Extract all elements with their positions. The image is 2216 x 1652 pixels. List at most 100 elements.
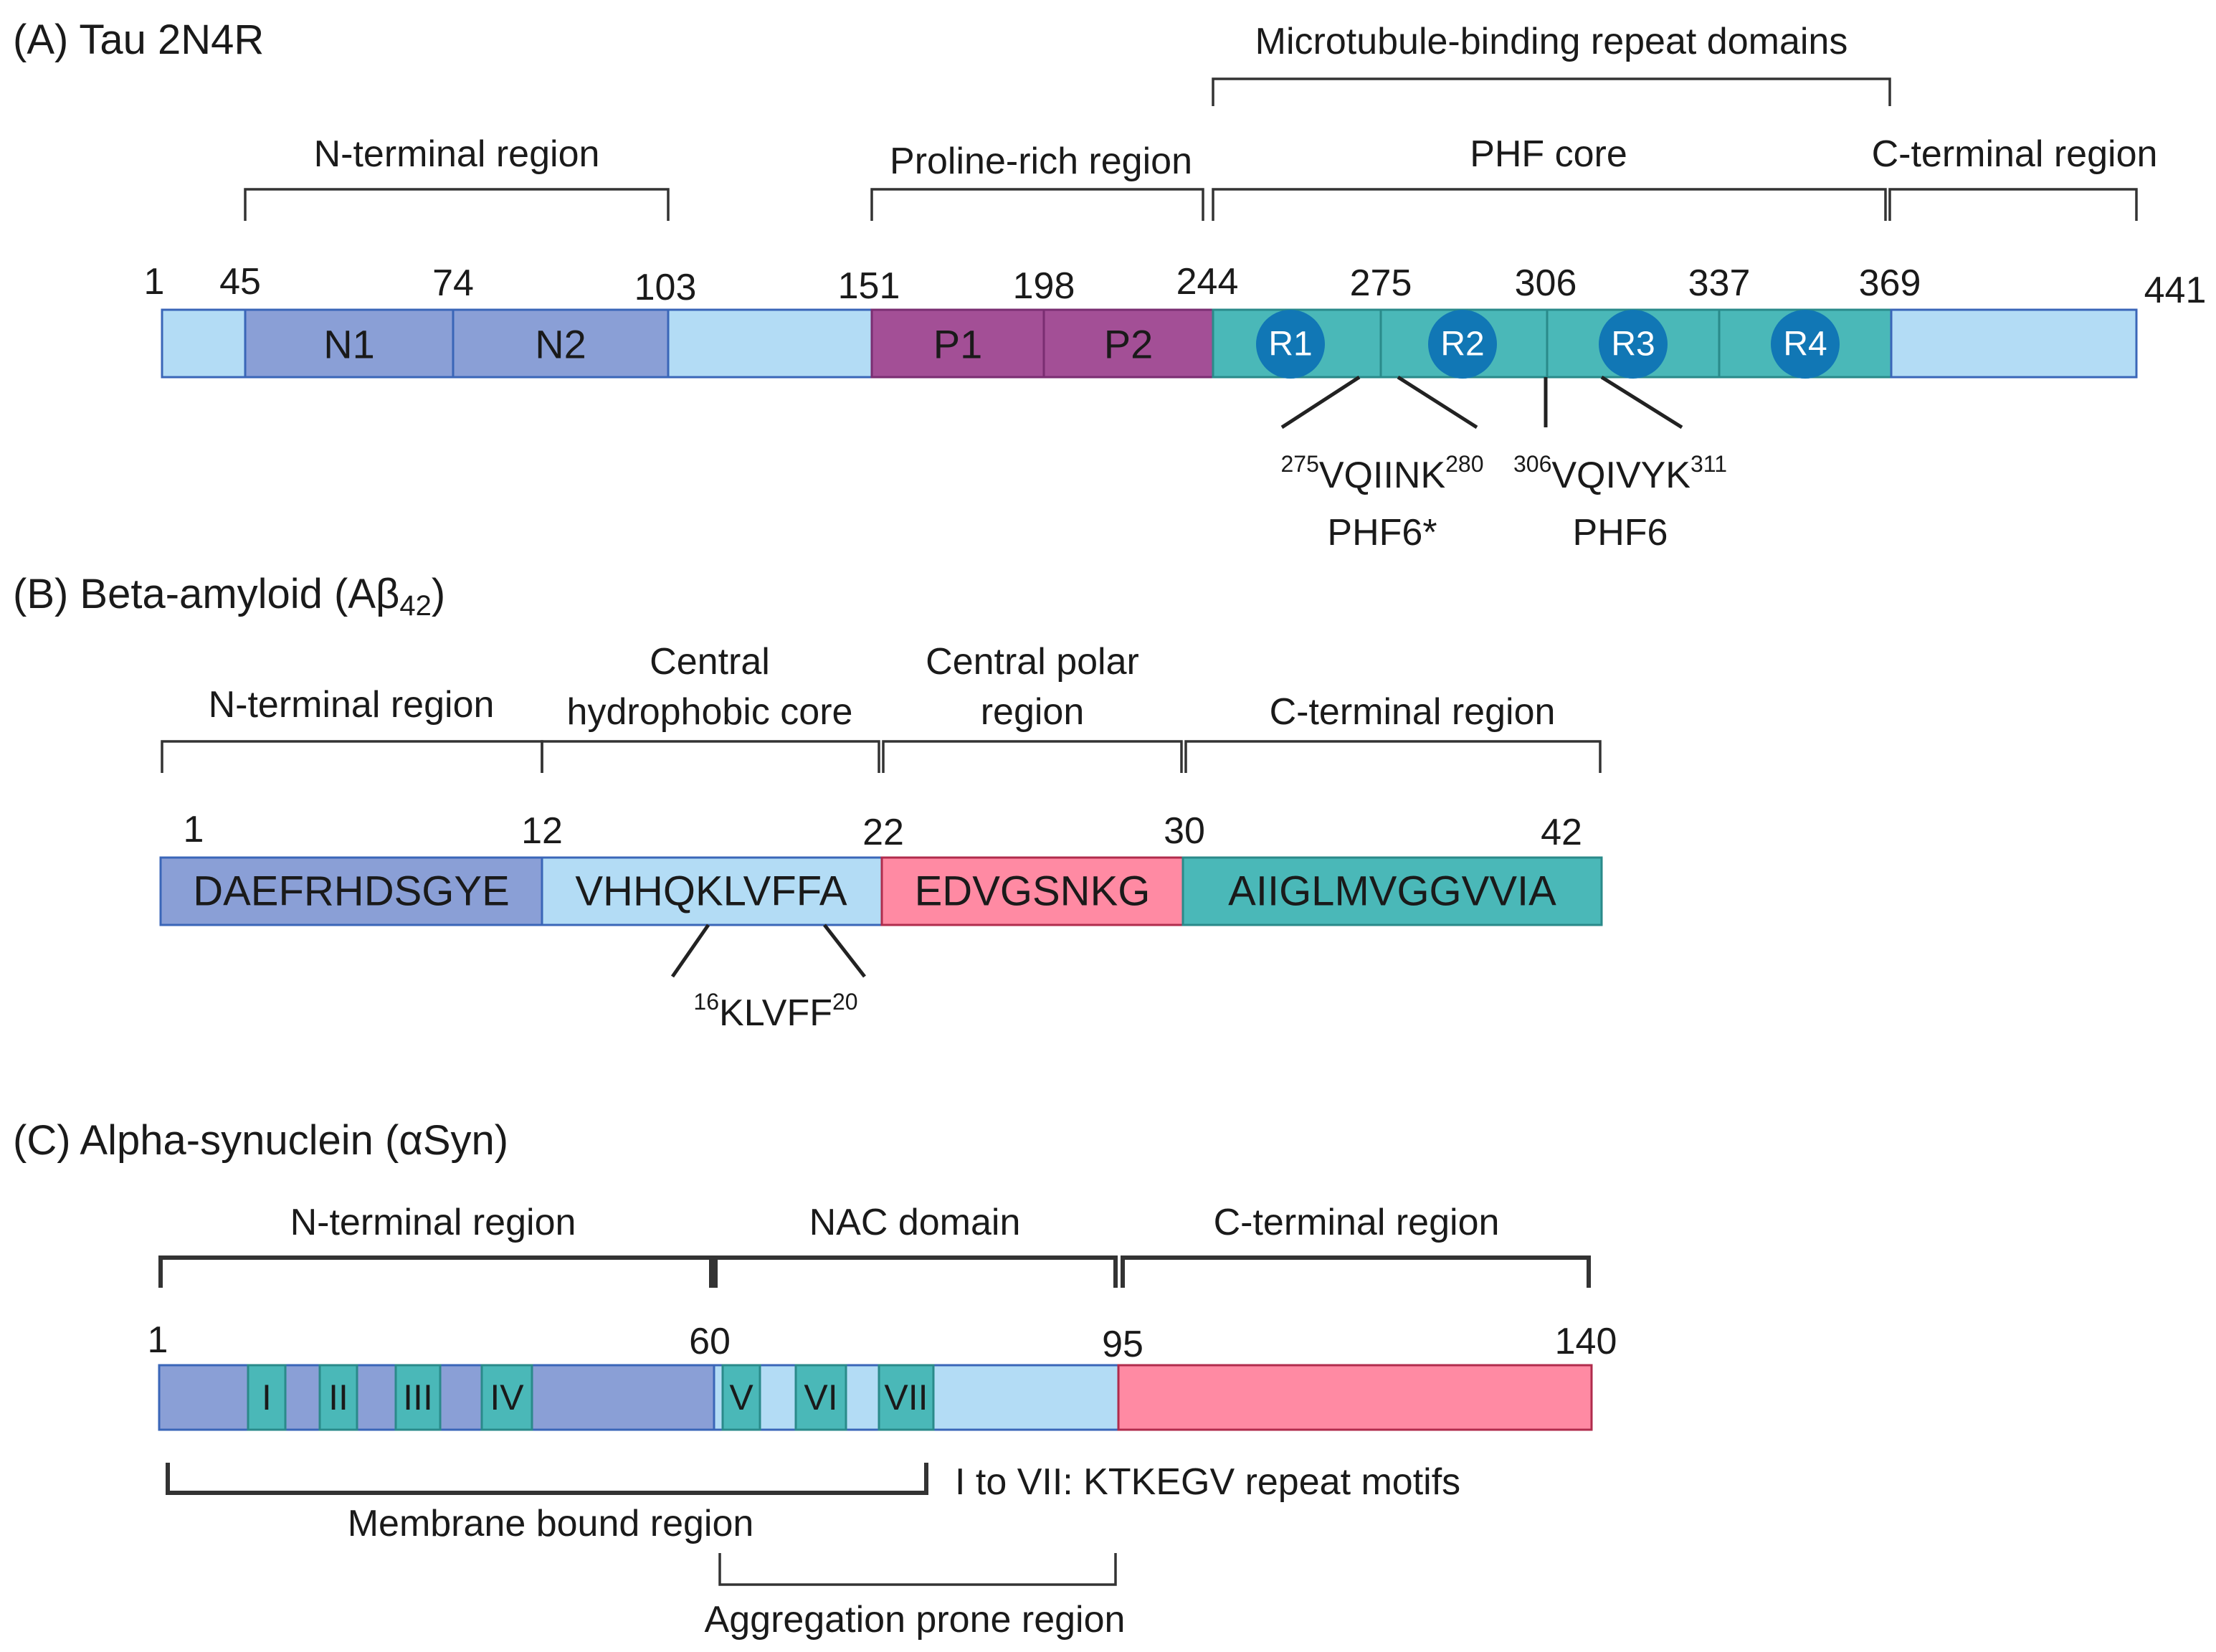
label-motif-note: I to VII: KTKEGV repeat motifs bbox=[955, 1461, 1460, 1503]
motif-label-v: V bbox=[729, 1377, 753, 1418]
motif-box-vi bbox=[794, 1364, 847, 1431]
bracket-c-terminal-syn bbox=[1121, 1255, 1591, 1288]
bracket-n-terminal-tau bbox=[244, 188, 670, 221]
motif-label-vii: VII bbox=[884, 1377, 928, 1418]
leader-phf6-right bbox=[1600, 375, 1683, 429]
label-aggregation: Aggregation prone region bbox=[705, 1599, 1126, 1641]
motif-box-iii bbox=[394, 1364, 442, 1431]
seq-ab-c-terminal: AIIGLMVGGVVIA bbox=[1228, 868, 1556, 915]
leader-klvff-right bbox=[823, 924, 866, 978]
bracket-microtubule bbox=[1212, 77, 1891, 106]
label-proline-rich: Proline-rich region bbox=[890, 141, 1192, 182]
leader-phf6star-right bbox=[1397, 375, 1478, 429]
bracket-c-terminal-tau bbox=[1888, 188, 2138, 221]
peptide-phf6-name: PHF6 bbox=[1573, 512, 1668, 554]
label-membrane-bound: Membrane bound region bbox=[348, 1503, 754, 1544]
pos-syn-60: 60 bbox=[689, 1321, 731, 1362]
pos-tau-441: 441 bbox=[2144, 270, 2207, 311]
pos-tau-198: 198 bbox=[1013, 265, 1075, 307]
tau-segment-p1 bbox=[870, 308, 1045, 379]
peptide-phf6-sequence: 306VQIVYK311 bbox=[1513, 451, 1727, 496]
pos-ab-30: 30 bbox=[1164, 810, 1205, 852]
label-c-terminal-syn: C-terminal region bbox=[1214, 1202, 1500, 1243]
bracket-membrane-bound bbox=[166, 1463, 928, 1495]
label-phf-core: PHF core bbox=[1470, 133, 1627, 175]
bracket-c-terminal-ab bbox=[1184, 740, 1602, 773]
repeat-circle-r4 bbox=[1771, 310, 1840, 379]
motif-label-iii: III bbox=[403, 1377, 433, 1418]
leader-phf6star-left bbox=[1280, 375, 1361, 429]
tau-segment-n2 bbox=[452, 308, 670, 379]
ab-segment-c-terminal bbox=[1181, 856, 1603, 926]
panel-tau: (A) Tau 2N4R Microtubule-binding repeat … bbox=[13, 16, 2206, 554]
label-central-polar-1: Central polar bbox=[926, 641, 1139, 683]
seq-ab-n-terminal: DAEFRHDSGYE bbox=[193, 868, 510, 915]
bracket-n-terminal-ab bbox=[161, 740, 543, 773]
ab-segment-hydrophobic bbox=[541, 856, 883, 926]
bracket-central-polar bbox=[882, 740, 1183, 773]
pos-syn-140: 140 bbox=[1555, 1321, 1617, 1362]
peptide-klvff: 16KLVFF20 bbox=[693, 989, 857, 1034]
panel-b-title: (B) Beta-amyloid (Aβ42) bbox=[13, 571, 445, 622]
bracket-aggregation bbox=[718, 1553, 1117, 1586]
label-nac: NAC domain bbox=[809, 1202, 1021, 1243]
panel-a-title: (A) Tau 2N4R bbox=[13, 16, 264, 63]
label-r4: R4 bbox=[1783, 326, 1827, 364]
label-r3: R3 bbox=[1611, 326, 1655, 364]
motif-box-vii bbox=[878, 1364, 935, 1431]
bracket-proline-rich bbox=[870, 188, 1204, 221]
pos-tau-369: 369 bbox=[1859, 262, 1921, 304]
pos-tau-244: 244 bbox=[1176, 261, 1239, 303]
motif-label-iv: IV bbox=[490, 1377, 524, 1418]
label-central-hydrophobic-1: Central bbox=[650, 641, 770, 683]
pos-ab-22: 22 bbox=[862, 812, 904, 853]
peptide-phf6-star-name: PHF6* bbox=[1327, 512, 1437, 554]
pos-ab-1: 1 bbox=[184, 809, 204, 850]
label-n-terminal-tau: N-terminal region bbox=[314, 133, 600, 175]
pos-ab-42: 42 bbox=[1541, 812, 1582, 853]
motif-box-v bbox=[721, 1364, 761, 1431]
motif-box-ii bbox=[318, 1364, 358, 1431]
label-r1: R1 bbox=[1268, 326, 1312, 364]
motif-label-ii: II bbox=[328, 1377, 348, 1418]
bracket-phf-core bbox=[1212, 188, 1887, 221]
pos-tau-275: 275 bbox=[1350, 262, 1412, 304]
label-central-hydrophobic-2: hydrophobic core bbox=[567, 691, 853, 733]
pos-tau-1: 1 bbox=[144, 261, 165, 303]
pos-tau-74: 74 bbox=[432, 262, 474, 304]
pos-syn-95: 95 bbox=[1102, 1324, 1143, 1365]
label-n2: N2 bbox=[535, 322, 586, 367]
bracket-central-hydrophobic bbox=[541, 740, 880, 773]
label-c-terminal-tau: C-terminal region bbox=[1872, 133, 2158, 175]
ab-segment-polar bbox=[880, 856, 1184, 926]
label-central-polar-2: region bbox=[981, 691, 1085, 733]
label-n-terminal-ab: N-terminal region bbox=[209, 684, 495, 726]
pos-syn-1: 1 bbox=[148, 1319, 168, 1361]
repeat-circle-r2 bbox=[1428, 310, 1497, 379]
pos-ab-12: 12 bbox=[521, 810, 563, 852]
bracket-n-terminal-syn bbox=[158, 1255, 713, 1288]
label-r2: R2 bbox=[1440, 326, 1484, 364]
motif-label-vi: VI bbox=[804, 1377, 837, 1418]
label-p2: P2 bbox=[1104, 322, 1154, 367]
label-c-terminal-ab: C-terminal region bbox=[1270, 691, 1556, 733]
label-microtubule-binding: Microtubule-binding repeat domains bbox=[1255, 21, 1848, 62]
pos-tau-306: 306 bbox=[1515, 262, 1577, 304]
motif-box-iv bbox=[480, 1364, 533, 1431]
tau-segment-n-term-start bbox=[161, 308, 247, 379]
pos-tau-337: 337 bbox=[1688, 262, 1751, 304]
bracket-nac bbox=[713, 1255, 1118, 1288]
seq-ab-polar: EDVGSNKG bbox=[915, 868, 1151, 915]
pos-tau-45: 45 bbox=[219, 261, 261, 303]
label-p1: P1 bbox=[933, 322, 983, 367]
tau-segment-c-term bbox=[1890, 308, 2138, 379]
panel-beta-amyloid: (B) Beta-amyloid (Aβ42) N-terminal regio… bbox=[13, 571, 1603, 1034]
tau-segment-n1 bbox=[244, 308, 455, 379]
motif-box-i bbox=[247, 1364, 287, 1431]
repeat-circle-r3 bbox=[1599, 310, 1668, 379]
leader-klvff-left bbox=[670, 924, 710, 978]
peptide-phf6-star-sequence: 275VQIINK280 bbox=[1280, 451, 1483, 496]
label-n1: N1 bbox=[323, 322, 375, 367]
seq-ab-hydrophobic: VHHQKLVFFA bbox=[575, 868, 847, 915]
